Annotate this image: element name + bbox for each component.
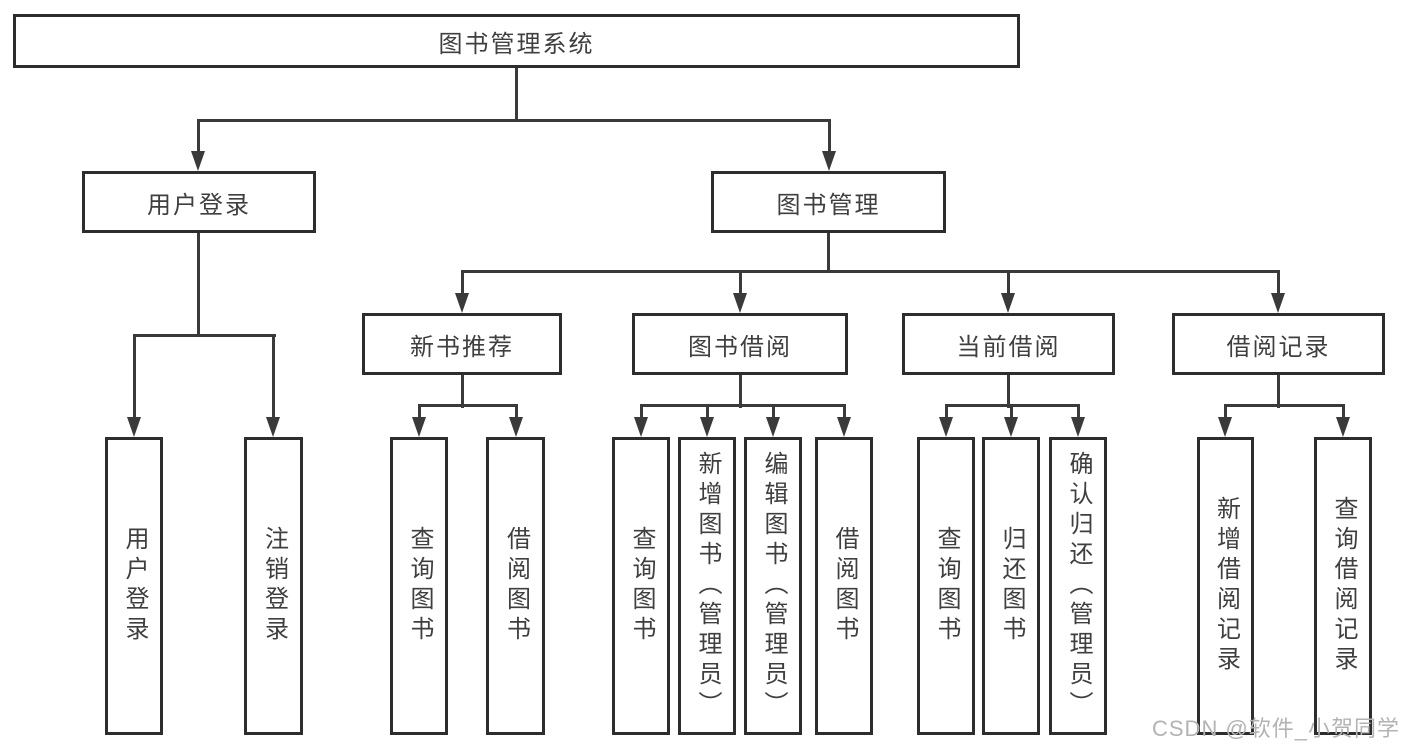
line — [461, 270, 1280, 273]
line — [133, 334, 276, 337]
arrowhead-icon — [700, 417, 714, 437]
arrowhead-icon — [939, 417, 953, 437]
arrowhead-icon — [634, 417, 648, 437]
node-user-login: 用户登录 — [82, 171, 316, 233]
line — [772, 404, 775, 421]
line — [706, 404, 709, 421]
node-book-management: 图书管理 — [711, 171, 946, 233]
leaf-logout-label: 注销登录 — [260, 526, 288, 646]
arrowhead-icon — [1001, 293, 1015, 313]
arrowhead-icon — [1004, 417, 1018, 437]
node-library-system-label: 图书管理系统 — [438, 30, 595, 58]
node-new-book-recommend-label: 新书推荐 — [410, 333, 514, 361]
line — [640, 404, 846, 407]
line — [197, 119, 831, 122]
arrowhead-icon — [1271, 293, 1285, 313]
line — [1007, 375, 1010, 408]
line — [945, 404, 948, 421]
arrowhead-icon — [412, 417, 426, 437]
leaf-confirm-return-admin-label: 确认归还（管理员） — [1065, 451, 1092, 721]
line — [461, 270, 464, 297]
line — [515, 68, 518, 122]
node-user-login-label: 用户登录 — [147, 191, 251, 219]
line — [1077, 404, 1080, 421]
line — [827, 233, 830, 273]
arrowhead-icon — [266, 417, 280, 437]
leaf-confirm-return-admin: 确认归还（管理员） — [1049, 437, 1107, 735]
node-book-borrow-label: 图书借阅 — [688, 333, 792, 361]
node-borrow-records-label: 借阅记录 — [1226, 333, 1331, 361]
node-book-borrow: 图书借阅 — [632, 313, 848, 375]
arrowhead-icon — [127, 417, 141, 437]
leaf-add-borrow-record-label: 新增借阅记录 — [1212, 496, 1240, 676]
node-book-management-label: 图书管理 — [776, 191, 881, 219]
arrowhead-icon — [837, 417, 851, 437]
leaf-current-query-books: 查询图书 — [917, 437, 975, 735]
leaf-edit-books-admin-label: 编辑图书（管理员） — [760, 451, 787, 721]
line — [133, 334, 136, 421]
leaf-add-books-admin-label: 新增图书（管理员） — [694, 451, 721, 721]
line — [197, 233, 200, 337]
line — [640, 404, 643, 421]
line — [1224, 404, 1227, 421]
arrowhead-icon — [766, 417, 780, 437]
line — [739, 375, 742, 408]
arrowhead-icon — [1071, 417, 1085, 437]
line — [1224, 404, 1345, 407]
leaf-recommend-borrow-books: 借阅图书 — [486, 437, 545, 735]
line — [828, 119, 831, 155]
line — [1010, 404, 1013, 421]
csdn-watermark: CSDN @软件_小贺同学 — [1152, 716, 1401, 741]
line — [1007, 270, 1010, 297]
arrowhead-icon — [822, 151, 836, 171]
line — [515, 404, 518, 421]
line — [197, 119, 200, 155]
leaf-borrow-borrow-books-label: 借阅图书 — [831, 526, 858, 646]
node-current-borrow: 当前借阅 — [902, 313, 1115, 375]
leaf-query-borrow-record-label: 查询借阅记录 — [1330, 496, 1357, 676]
node-current-borrow-label: 当前借阅 — [956, 333, 1061, 361]
leaf-return-books: 归还图书 — [982, 437, 1040, 735]
leaf-user-login: 用户登录 — [105, 437, 163, 735]
leaf-logout: 注销登录 — [244, 437, 303, 735]
line — [272, 334, 275, 421]
line — [418, 404, 421, 421]
arrowhead-icon — [1218, 417, 1232, 437]
line — [461, 375, 464, 408]
leaf-recommend-query-books: 查询图书 — [390, 437, 448, 735]
node-new-book-recommend: 新书推荐 — [362, 313, 562, 375]
arrowhead-icon — [509, 417, 523, 437]
line — [418, 404, 517, 407]
arrowhead-icon — [191, 151, 205, 171]
leaf-add-books-admin: 新增图书（管理员） — [678, 437, 736, 735]
arrowhead-icon — [733, 293, 747, 313]
line — [1277, 375, 1280, 408]
arrowhead-icon — [455, 293, 469, 313]
line — [1342, 404, 1345, 421]
leaf-user-login-label: 用户登录 — [121, 526, 148, 646]
node-library-system: 图书管理系统 — [13, 14, 1020, 68]
leaf-borrow-query-books-label: 查询图书 — [628, 526, 655, 646]
leaf-recommend-borrow-books-label: 借阅图书 — [502, 526, 530, 646]
line — [843, 404, 846, 421]
leaf-query-borrow-record: 查询借阅记录 — [1314, 437, 1372, 735]
line — [739, 270, 742, 297]
line — [1277, 270, 1280, 297]
leaf-borrow-query-books: 查询图书 — [612, 437, 670, 735]
arrowhead-icon — [1336, 417, 1350, 437]
node-borrow-records: 借阅记录 — [1172, 313, 1385, 375]
leaf-add-borrow-record: 新增借阅记录 — [1197, 437, 1254, 735]
leaf-return-books-label: 归还图书 — [998, 526, 1025, 646]
leaf-recommend-query-books-label: 查询图书 — [406, 526, 433, 646]
leaf-edit-books-admin: 编辑图书（管理员） — [744, 437, 802, 735]
leaf-current-query-books-label: 查询图书 — [933, 526, 960, 646]
leaf-borrow-borrow-books: 借阅图书 — [815, 437, 873, 735]
